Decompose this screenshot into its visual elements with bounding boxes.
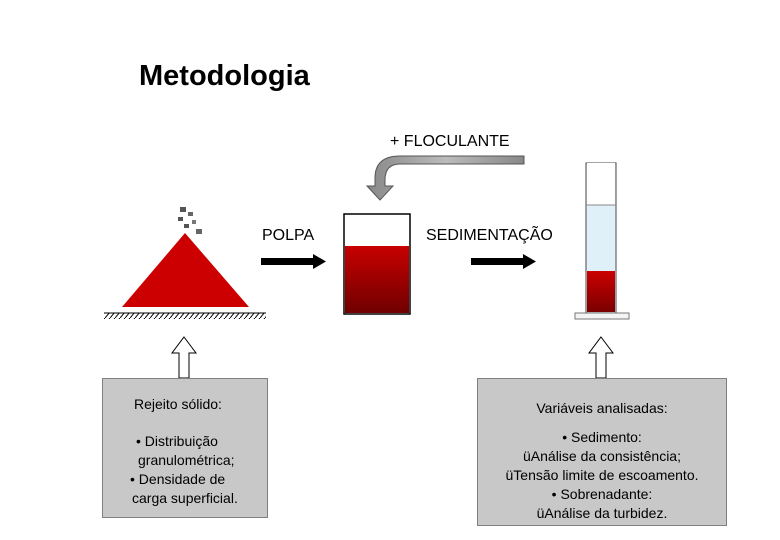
solid-waste-box: Rejeito sólido: • Distribuição granulomé…	[102, 378, 268, 518]
beaker-pulp-icon	[344, 214, 410, 314]
box-line: carga superficial.	[103, 489, 267, 508]
box-heading: Rejeito sólido:	[103, 395, 267, 414]
box-line: üTensão limite de escoamento.	[478, 466, 726, 485]
arrow-up-icon	[172, 337, 196, 378]
arrow-up-icon	[589, 337, 613, 378]
box-heading: Variáveis analisadas:	[478, 399, 726, 418]
ground-hatch-icon	[104, 313, 266, 319]
box-line: üAnálise da turbidez.	[478, 504, 726, 523]
variables-box: Variáveis analisadas: • Sedimento: üAnál…	[477, 378, 727, 526]
sedimentacao-label: SEDIMENTAÇÃO	[426, 227, 553, 245]
box-line: • Densidade de	[103, 470, 267, 489]
arrow-right-icon	[471, 254, 536, 269]
solid-pile-icon	[122, 207, 249, 307]
box-line: • Distribuição	[103, 432, 267, 451]
arrow-right-icon	[261, 254, 326, 269]
box-line: • Sedimento:	[478, 428, 726, 447]
floculante-label: + FLOCULANTE	[390, 133, 510, 151]
polpa-label: POLPA	[262, 227, 314, 245]
cylinder-icon	[575, 163, 629, 319]
box-line: üAnálise da consistência;	[478, 447, 726, 466]
flocculant-arrow-icon	[367, 156, 524, 200]
box-line: • Sobrenadante:	[478, 485, 726, 504]
box-line: granulométrica;	[103, 451, 267, 470]
